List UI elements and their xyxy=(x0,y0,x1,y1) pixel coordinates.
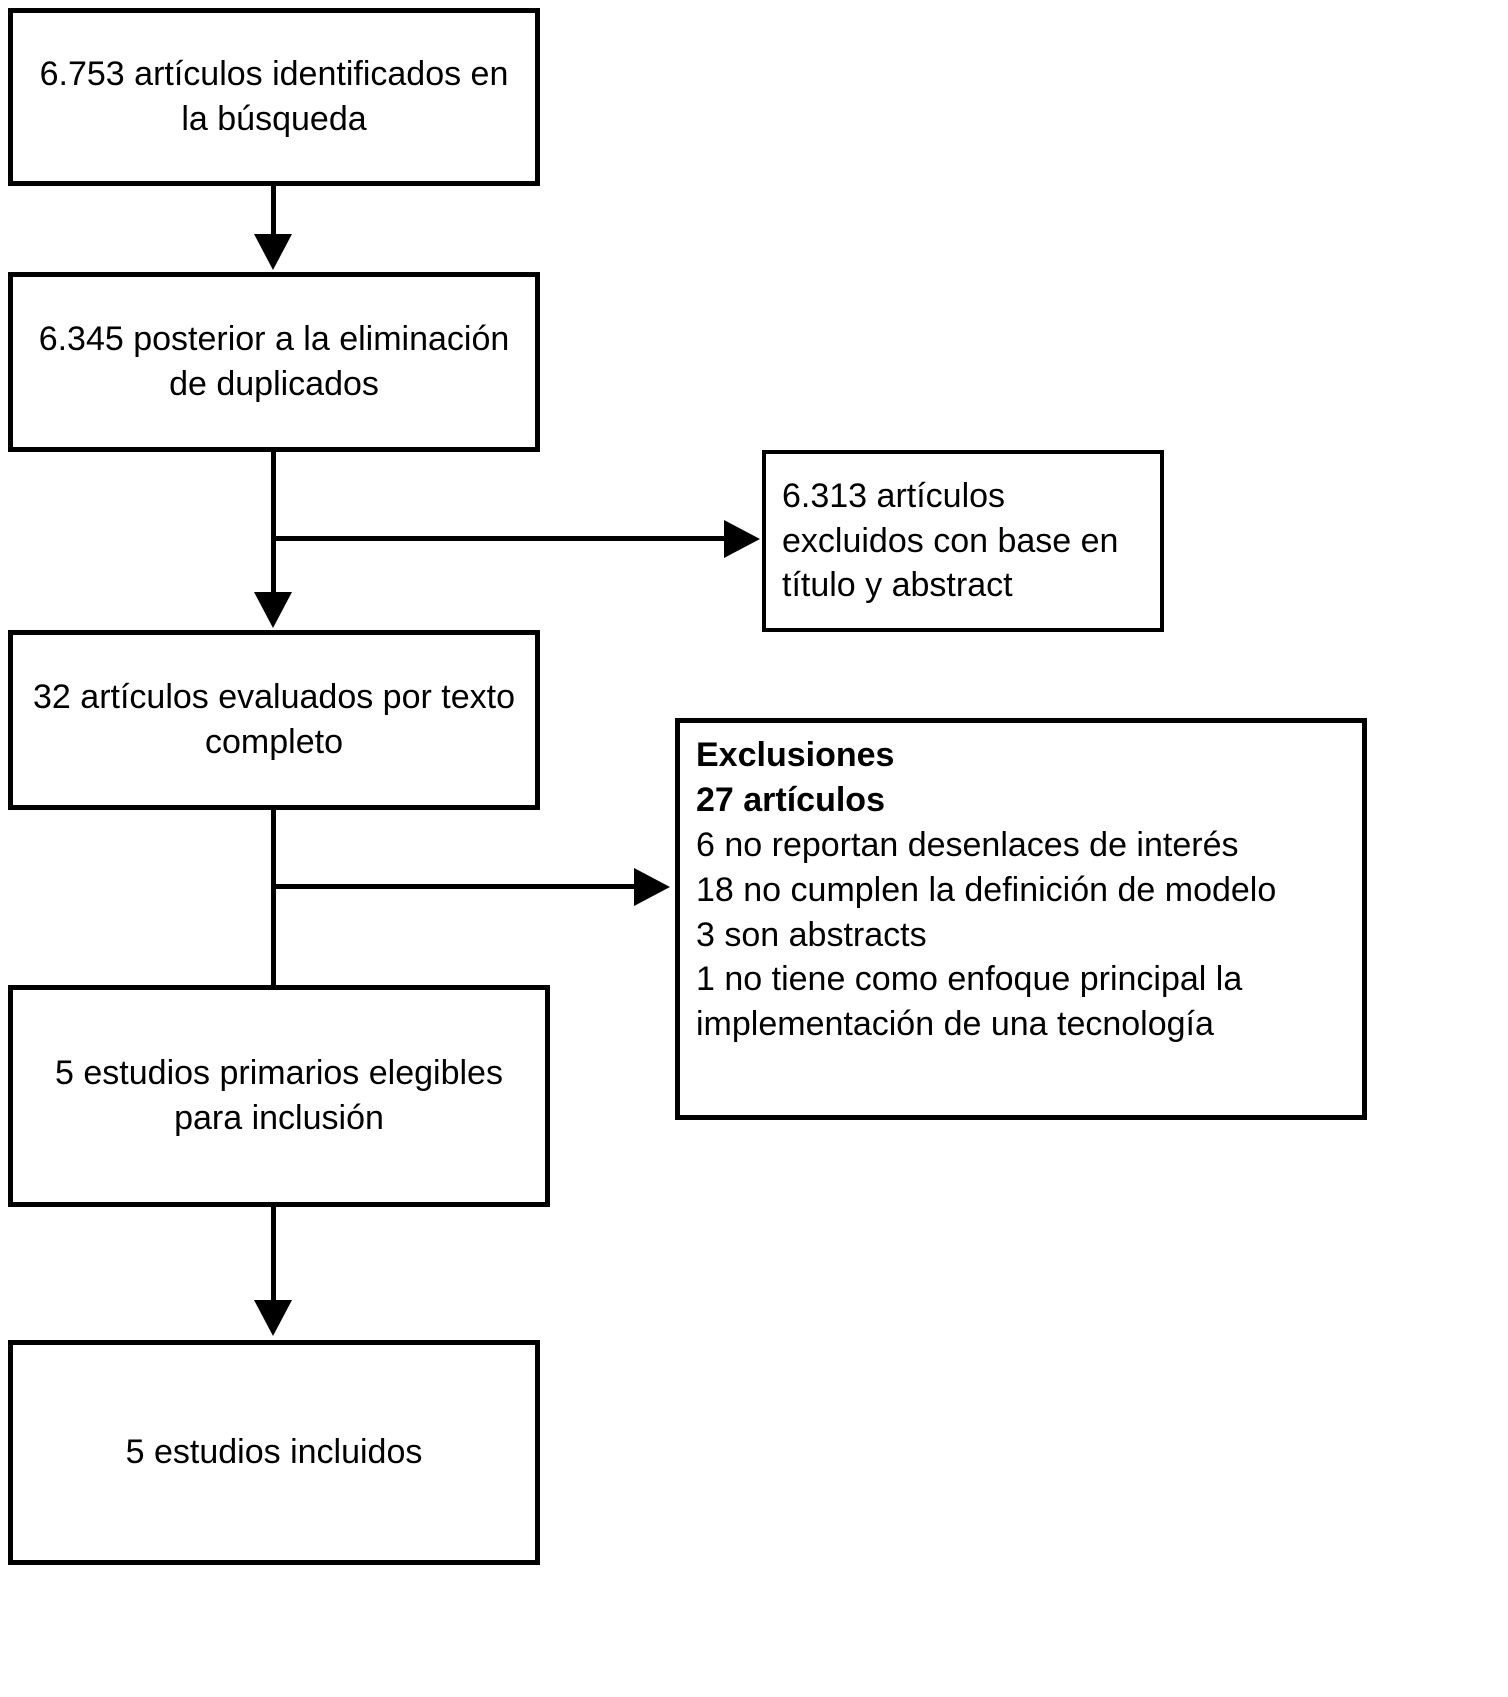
box-articles-identified: 6.753 artículos identificados en la búsq… xyxy=(8,8,540,186)
branch-excluded-screening-shaft xyxy=(271,536,726,541)
arrow-deduplicated-to-fulltext-shaft xyxy=(271,452,276,596)
connector-fulltext-to-eligible-shaft xyxy=(271,810,276,985)
branch-exclusions-head-icon xyxy=(634,868,670,906)
box-after-duplicates: 6.345 posterior a la eliminación de dupl… xyxy=(8,272,540,452)
exclusion-reason: 18 no cumplen la definición de modelo xyxy=(696,870,1277,909)
exclusion-reason: 1 no tiene como enfoque principal la imp… xyxy=(696,960,1243,1044)
box-fulltext-assessed-label: 32 artículos evaluados por texto complet… xyxy=(33,678,515,761)
box-included-studies-label: 5 estudios incluidos xyxy=(125,1433,423,1472)
box-excluded-title-abstract: 6.313 artículos excluidos con base en tí… xyxy=(762,450,1164,632)
arrow-eligible-to-included-shaft xyxy=(271,1207,276,1302)
arrow-deduplicated-to-fulltext-head-icon xyxy=(254,592,292,628)
arrow-eligible-to-included-head-icon xyxy=(254,1300,292,1336)
arrow-identified-to-deduplicated-head-icon xyxy=(254,234,292,270)
arrow-identified-to-deduplicated-shaft xyxy=(271,186,276,238)
exclusion-reason: 6 no reportan desenlaces de interés xyxy=(696,825,1239,864)
branch-excluded-screening-head-icon xyxy=(724,520,760,558)
box-eligible-studies: 5 estudios primarios elegibles para incl… xyxy=(8,985,550,1207)
exclusions-title: Exclusiones xyxy=(696,736,895,774)
box-fulltext-assessed: 32 artículos evaluados por texto complet… xyxy=(8,630,540,810)
box-after-duplicates-label: 6.345 posterior a la eliminación de dupl… xyxy=(38,320,510,403)
box-articles-identified-label: 6.753 artículos identificados en la búsq… xyxy=(39,55,509,138)
box-eligible-studies-label: 5 estudios primarios elegibles para incl… xyxy=(55,1054,503,1137)
box-included-studies: 5 estudios incluidos xyxy=(8,1340,540,1565)
box-exclusions: Exclusiones 27 artículos 6 no reportan d… xyxy=(675,718,1367,1120)
exclusion-reason: 3 son abstracts xyxy=(696,915,927,954)
box-excluded-title-abstract-label: 6.313 artículos excluidos con base en tí… xyxy=(782,476,1119,605)
branch-exclusions-shaft xyxy=(271,884,636,889)
exclusions-count: 27 artículos xyxy=(696,780,885,819)
